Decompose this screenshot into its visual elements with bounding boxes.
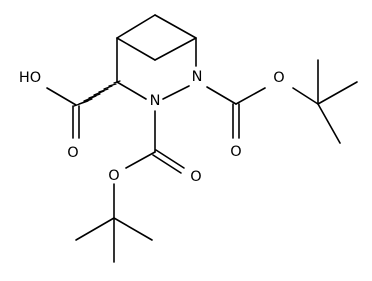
atom-label-carbonyl-acid: O [67, 145, 78, 161]
bond-c1-c5 [116, 37, 156, 61]
bond-tbu-right-3 [317, 103, 341, 144]
bond-c-o-lower-1 [155, 149, 185, 169]
bond-n2-c-right [206, 86, 237, 105]
bond-n2-n3 [162, 85, 190, 100]
atom-label-nitrogen-2: N [192, 69, 203, 85]
stereo-hash-bond [73, 80, 121, 107]
bond-c1-c6 [116, 14, 156, 39]
bond-tbu-lower-1 [75, 217, 115, 241]
atom-label-ester-oxygen-right: O [273, 70, 284, 86]
atom-label-layer: HO O N N O O O O [19, 69, 285, 185]
bond-tbu-right-2 [317, 81, 358, 105]
atom-label-carbonyl-lower: O [190, 169, 201, 185]
bond-c-o-lower-2 [152, 154, 182, 174]
atom-label-hydroxyl: HO [19, 70, 41, 86]
bond-c6-c7 [154, 14, 197, 39]
atom-label-carbonyl-right: O [230, 144, 241, 160]
bond-c-oester-lower [125, 151, 156, 169]
atom-label-nitrogen-3: N [150, 93, 161, 109]
bond-c4-n3 [116, 81, 147, 100]
atom-label-ester-oxygen-lower: O [108, 168, 119, 184]
bond-c5-c7 [154, 37, 197, 61]
bond-layer [46, 14, 358, 263]
bond-c-oester-right [235, 87, 266, 105]
bond-tbu-lower-2 [113, 217, 153, 241]
bond-cooh-oh [46, 87, 77, 106]
bond-oester-ctert-right [292, 87, 319, 105]
